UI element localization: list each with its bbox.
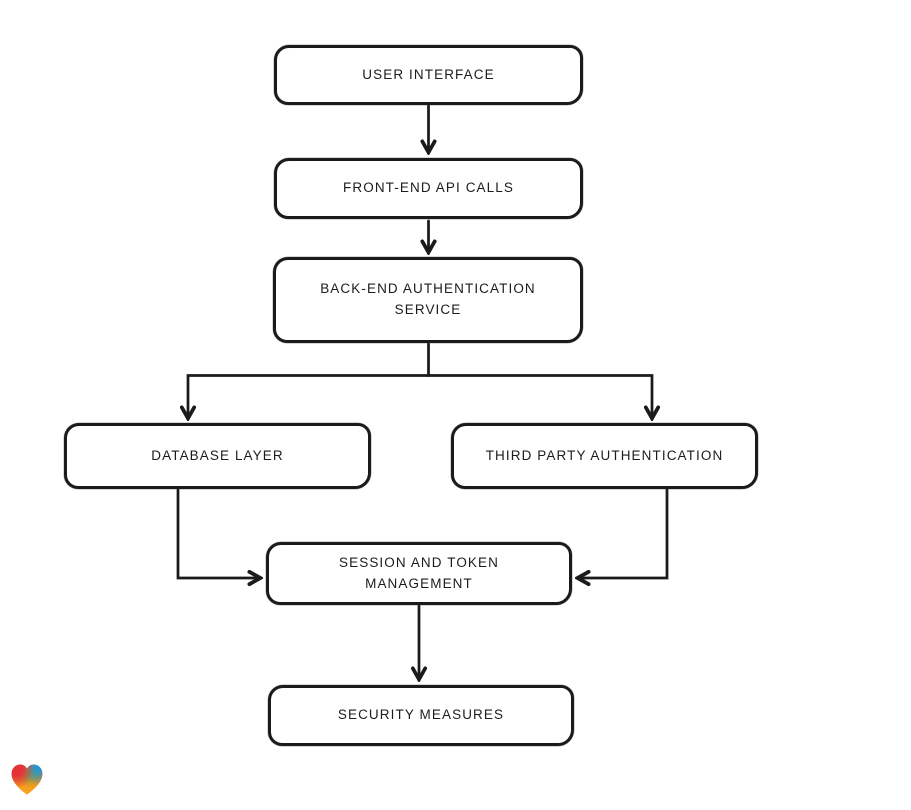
node-label: BACK-END AUTHENTICATION SERVICE — [320, 281, 536, 317]
node-user-interface: USER INTERFACE — [274, 45, 583, 105]
node-label: SESSION AND TOKEN MANAGEMENT — [339, 554, 499, 591]
node-label: THIRD PARTY AUTHENTICATION — [485, 447, 724, 463]
node-back-end-authentication-service: BACK-END AUTHENTICATION SERVICE — [273, 257, 583, 343]
node-database-layer: DATABASE LAYER — [64, 423, 371, 489]
node-front-end-api-calls: FRONT-END API CALLS — [274, 158, 583, 219]
edge-third-party-to-session — [579, 488, 669, 578]
edge-back-end-to-database-layer — [188, 374, 430, 418]
edge-database-to-session — [176, 488, 259, 578]
node-label: FRONT-END API CALLS — [343, 180, 514, 196]
node-label: DATABASE LAYER — [151, 447, 284, 463]
edge-back-end-to-third-party — [427, 374, 653, 418]
node-security-measures: SECURITY MEASURES — [268, 685, 574, 746]
gradient-heart-logo-icon — [11, 764, 43, 795]
node-third-party-authentication: THIRD PARTY AUTHENTICATION — [451, 423, 758, 489]
node-label: USER INTERFACE — [362, 66, 495, 82]
node-session-and-token-management: SESSION AND TOKEN MANAGEMENT — [266, 542, 572, 605]
node-label: SECURITY MEASURES — [337, 707, 505, 723]
